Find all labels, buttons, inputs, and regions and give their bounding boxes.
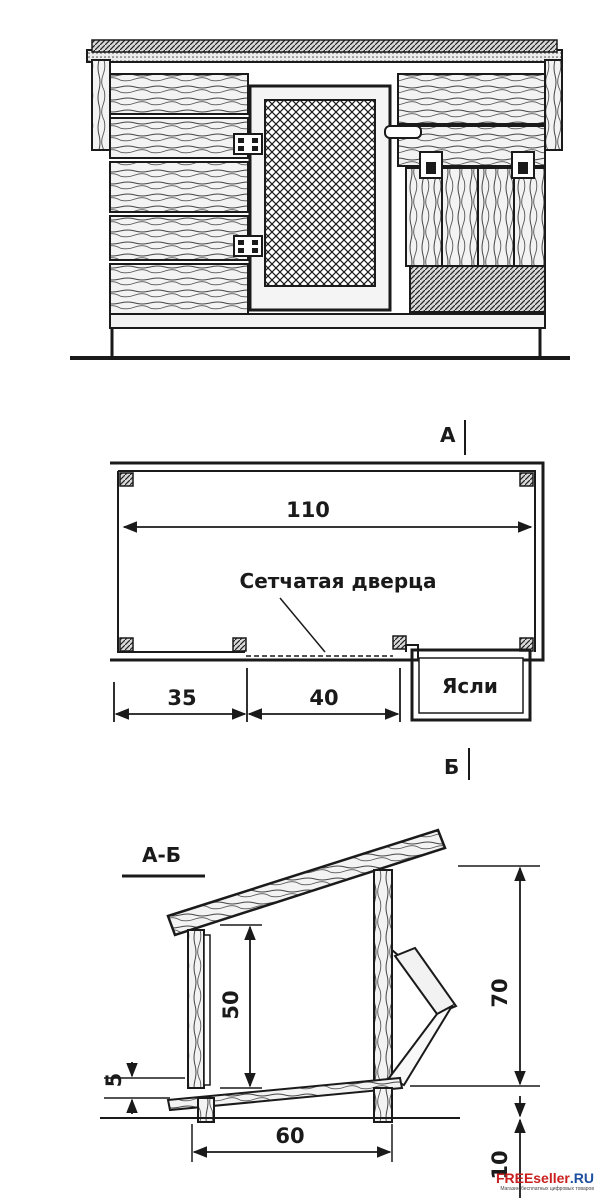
- section-roof: [166, 828, 447, 937]
- total-height-dimension: 70: [488, 978, 512, 1007]
- inner-height-dimension: 50: [219, 990, 243, 1019]
- manger-door-boards: [405, 167, 546, 267]
- section-front-post: [373, 869, 393, 1091]
- right-upper-board: [397, 73, 546, 125]
- plan-manger-joint: [405, 644, 419, 660]
- section-view: А-Б 50 70 5: [100, 828, 540, 1198]
- mesh-door-label: Сетчатая дверца: [240, 569, 437, 593]
- manger-hinges: [419, 151, 535, 179]
- section-rear-lining: [203, 934, 211, 1086]
- mesh-door-grid: [264, 99, 376, 287]
- mesh-door-leader: [279, 597, 326, 653]
- door-latch: [384, 125, 422, 139]
- plan-corner-posts: [119, 472, 534, 652]
- leg-height-dimension: 10: [488, 1150, 512, 1179]
- floor-thickness-dimension: 5: [102, 1073, 126, 1088]
- plan-view: А 110 Сетчатая дверца Ясли: [110, 420, 545, 780]
- manger-box: [409, 265, 546, 313]
- plan-outer-wall: [110, 461, 545, 662]
- section-marker-a: А: [440, 423, 456, 447]
- section-leg-rear: [197, 1097, 215, 1123]
- section-marker-b: Б: [444, 755, 459, 779]
- plan-manger-inner: [418, 657, 524, 714]
- section-manger-door: [393, 946, 458, 1016]
- watermark: FREEseller.RU Магазин бесплатных цифровы…: [496, 1170, 594, 1192]
- manger-label: Ясли: [442, 674, 498, 698]
- left-wall-boards: [109, 73, 249, 317]
- section-title: А-Б: [142, 843, 181, 867]
- section-leg-front: [373, 1087, 393, 1123]
- section-rear-wall: [187, 929, 205, 1089]
- plan-inner-wall: [117, 470, 536, 653]
- roof-edge: [91, 39, 558, 53]
- left-dimension: 35: [167, 686, 196, 710]
- right-post: [544, 59, 563, 151]
- plan-width-dimension: 110: [286, 498, 330, 522]
- left-post: [91, 59, 111, 151]
- base-beam: [109, 313, 546, 329]
- watermark-brand: FREEseller.RU: [495, 1170, 594, 1186]
- section-floor: [166, 1076, 404, 1112]
- depth-dimension: 60: [275, 1124, 304, 1148]
- door-hinges: [233, 133, 263, 257]
- front-elevation: [70, 39, 570, 360]
- watermark-tagline: Магазин бесплатных цифровых товаров: [500, 1186, 594, 1192]
- door-dimension: 40: [309, 686, 338, 710]
- plan-manger-outer: [410, 648, 532, 722]
- section-manger-rack: [387, 1003, 455, 1087]
